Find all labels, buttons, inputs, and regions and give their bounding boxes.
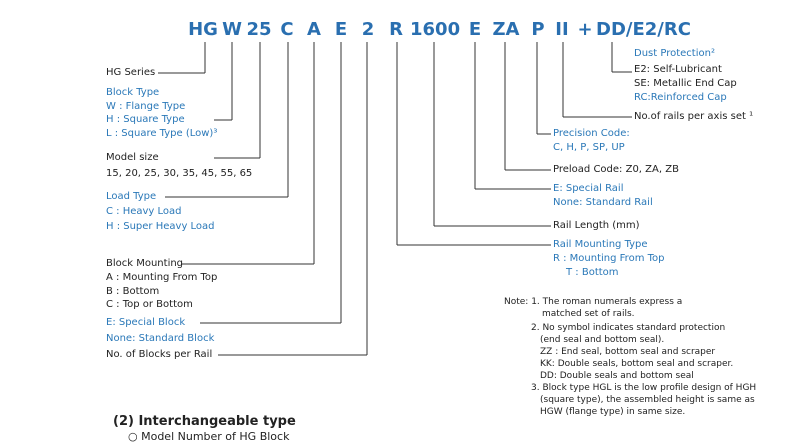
code-w: W <box>222 19 242 40</box>
code-dust: DD/E2/RC <box>596 19 691 40</box>
label-load-type-c: C : Heavy Load <box>106 206 182 217</box>
label-special-rail: E: Special Rail <box>553 183 624 194</box>
label-model-size-values: 15, 20, 25, 30, 35, 45, 55, 65 <box>106 168 253 179</box>
label-block-mounting: Block Mounting <box>106 258 184 269</box>
note-line-9: (square type), the assembled height is s… <box>540 395 755 405</box>
label-block-type-w: W : Flange Type <box>106 101 186 112</box>
label-block-type-l: L : Square Type (Low)³ <box>106 128 218 139</box>
code-load: C <box>280 19 294 40</box>
label-model-size: Model size <box>106 152 159 163</box>
label-hg-series: HG Series <box>106 67 156 78</box>
note-line-5: ZZ : End seal, bottom seal and scraper <box>540 347 716 357</box>
code-rails-axis: II <box>555 19 569 40</box>
label-preload-code: Preload Code: Z0, ZA, ZB <box>553 164 679 175</box>
label-dust-se: SE: Metallic End Cap <box>634 78 737 89</box>
code-special-rail: E <box>468 19 482 40</box>
note-line-3: 2. No symbol indicates standard protecti… <box>531 323 726 333</box>
code-preload: ZA <box>492 19 520 40</box>
code-rail-mount: R <box>389 19 403 40</box>
code-special-block: E <box>334 19 348 40</box>
label-rail-mounting-t: T : Bottom <box>566 267 619 278</box>
label-precision-values: C, H, P, SP, UP <box>553 142 625 153</box>
label-standard-rail: None: Standard Rail <box>553 197 653 208</box>
label-dust-e2: E2: Self-Lubricant <box>634 64 722 75</box>
label-mounting-a: A : Mounting From Top <box>106 272 218 283</box>
label-block-type-h: H : Square Type <box>106 114 185 125</box>
code-precision: P <box>531 19 545 40</box>
label-blocks-per-rail: No. of Blocks per Rail <box>106 349 213 360</box>
label-rail-length: Rail Length (mm) <box>553 220 640 231</box>
label-precision-code: Precision Code: <box>553 128 630 139</box>
label-block-type: Block Type <box>106 87 160 98</box>
note-line-10: HGW (flange type) in same size. <box>540 407 686 417</box>
section-heading: (2) Interchangeable type <box>113 414 296 429</box>
code-hg: HG <box>188 19 218 40</box>
note-line-8: 3. Block type HGL is the low profile des… <box>531 383 757 393</box>
label-rail-mounting: Rail Mounting Type <box>553 239 648 250</box>
code-mount: A <box>307 19 321 40</box>
label-load-type: Load Type <box>106 191 157 202</box>
label-load-type-h: H : Super Heavy Load <box>106 221 215 232</box>
label-rail-mounting-r: R : Mounting From Top <box>553 253 665 264</box>
code-plus: + <box>577 19 593 40</box>
note-line-7: DD: Double seals and bottom seal <box>540 371 694 381</box>
label-special-block: E: Special Block <box>106 317 186 328</box>
note-line-4: (end seal and bottom seal). <box>540 335 665 345</box>
label-mounting-c: C : Top or Bottom <box>106 299 193 310</box>
label-dust-protection: Dust Protection² <box>634 48 715 59</box>
note-line-2: matched set of rails. <box>542 309 635 319</box>
label-dust-rc: RC:Reinforced Cap <box>634 92 727 103</box>
label-mounting-b: B : Bottom <box>106 286 160 297</box>
code-size: 25 <box>246 19 272 40</box>
note-line-6: KK: Double seals, bottom seal and scrape… <box>540 359 734 369</box>
note-line-1: Note: 1. The roman numerals express a <box>504 297 683 307</box>
code-blocks: 2 <box>361 19 375 40</box>
label-standard-block: None: Standard Block <box>106 333 215 344</box>
code-rail-length: 1600 <box>410 19 461 40</box>
label-rails-per-axis: No.of rails per axis set ¹ <box>634 111 754 122</box>
